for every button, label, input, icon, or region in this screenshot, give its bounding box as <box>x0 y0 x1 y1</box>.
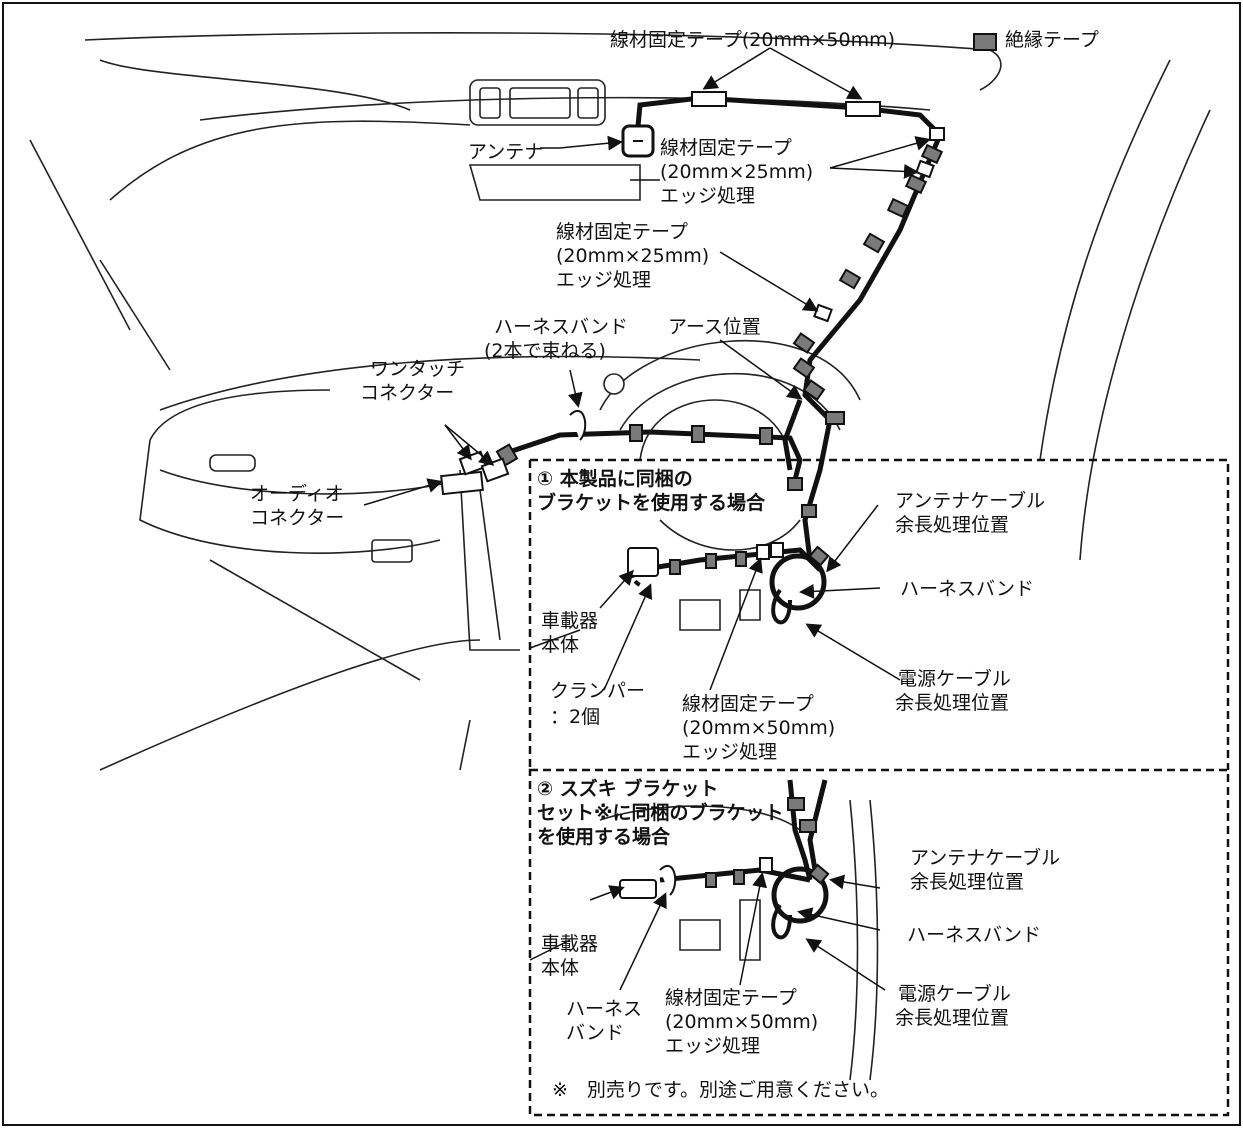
section2-tape-3: エッジ処理 <box>665 1035 761 1057</box>
section2-harness-band: ハーネスバンド <box>907 924 1041 946</box>
section2-antenna-slack-2: 余長処理位置 <box>910 871 1025 893</box>
section1-tape-1: 線材固定テープ <box>682 693 814 715</box>
label-tape-20x25-a-2: (20mm×25mm) <box>660 161 814 183</box>
section1-tape-3: エッジ処理 <box>682 741 778 763</box>
label-tape-20x25-b-1: 線材固定テープ <box>556 221 688 243</box>
section1-title-2: ブラケットを使用する場合 <box>537 492 766 514</box>
section2-antenna-slack-1: アンテナケーブル <box>910 847 1061 869</box>
section2-title-2: セット※に同梱のブラケット <box>537 802 784 824</box>
section2-tape-2: (20mm×50mm) <box>665 1011 819 1033</box>
section1-antenna-slack-2: 余長処理位置 <box>895 514 1010 536</box>
section2-power-slack-1: 電源ケーブル <box>898 983 1011 1005</box>
section1-clamper-2: ：2個 <box>550 706 601 728</box>
label-antenna: アンテナ <box>468 141 544 163</box>
label-harness-band-top-2: (2本で束ねる) <box>484 340 606 362</box>
section2-title-3: を使用する場合 <box>537 826 671 848</box>
section1-clamper-1: クランパー <box>550 680 646 702</box>
label-ground: アース位置 <box>668 316 761 338</box>
section1-title-1: ① 本製品に同梱の <box>537 468 693 490</box>
label-audio-2: コネクター <box>250 507 345 529</box>
section1-unit-body-2: 本体 <box>541 634 580 656</box>
section1-power-slack-2: 余長処理位置 <box>895 692 1010 714</box>
section1-antenna-slack-1: アンテナケーブル <box>895 490 1046 512</box>
insulation-tapes <box>495 143 944 888</box>
insulation-tape-swatch <box>973 33 997 51</box>
label-one-touch-1: ワンタッチ <box>370 358 466 380</box>
section2-unit-body-1: 車載器 <box>541 933 599 955</box>
section1-harness-band: ハーネスバンド <box>900 578 1034 600</box>
label-tape-20x25-b-3: エッジ処理 <box>556 269 652 291</box>
section2-title-1: ② スズキ ブラケット <box>537 778 719 800</box>
leader-lines <box>363 47 931 991</box>
section2-harness-small-2: バンド <box>566 1022 624 1044</box>
section1-power-slack-1: 電源ケーブル <box>898 668 1011 690</box>
section-frames <box>528 458 1230 1117</box>
section2-harness-small-1: ハーネス <box>566 998 643 1020</box>
label-audio-1: オーディオ <box>250 483 344 505</box>
section2-power-slack-2: 余長処理位置 <box>895 1007 1010 1029</box>
section2-note: ※ 別売りです。別途ご用意ください。 <box>552 1079 890 1101</box>
section1-tape-2: (20mm×50mm) <box>682 717 836 739</box>
section2-tape-1: 線材固定テープ <box>665 987 797 1009</box>
ground-circle <box>603 373 625 395</box>
label-harness-band-top-1: ハーネスバンド <box>494 316 628 338</box>
label-tape-20x25-a-3: エッジ処理 <box>660 185 756 207</box>
legend-insulation-tape: 絶縁テープ <box>1005 29 1099 51</box>
label-tape-20x25-a-1: 線材固定テープ <box>660 137 792 159</box>
section2-unit-body-2: 本体 <box>541 957 580 979</box>
label-one-touch-2: コネクター <box>360 382 455 404</box>
fixing-tapes <box>691 91 945 873</box>
label-tape-20x25-b-2: (20mm×25mm) <box>556 245 710 267</box>
label-tape-20x50-top: 線材固定テープ(20mm×50mm) <box>610 29 895 51</box>
section1-unit-body-1: 車載器 <box>541 610 599 632</box>
